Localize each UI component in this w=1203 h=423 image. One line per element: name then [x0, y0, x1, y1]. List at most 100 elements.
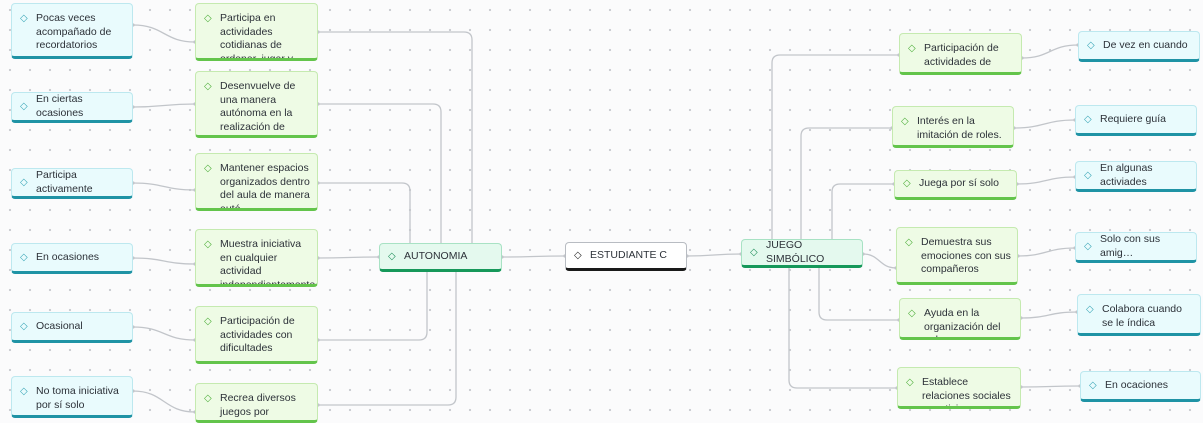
hub-node-juego-simbolico[interactable]: ◇ JUEGO SIMBÓLICO — [741, 239, 863, 268]
criterion-text: Demuestra sus emociones con sus compañer… — [921, 236, 1011, 275]
criterion-node[interactable]: ◇ Ayuda en la organización del aula — [899, 298, 1021, 340]
diamond-icon: ◇ — [20, 100, 28, 112]
diamond-icon: ◇ — [20, 176, 28, 188]
diamond-icon: ◇ — [1084, 169, 1092, 181]
criterion-node[interactable]: ◇ Establece relaciones sociales y partic… — [897, 367, 1021, 409]
diamond-icon: ◇ — [908, 308, 916, 319]
diamond-icon: ◇ — [574, 249, 582, 261]
criterion-text: Muestra iniciativa en cualquier activida… — [220, 238, 318, 287]
criterion-node[interactable]: ◇ Desenvuelve de una manera autónoma en … — [195, 71, 318, 138]
connector-line — [831, 183, 894, 239]
diamond-icon: ◇ — [1084, 113, 1092, 125]
answer-node[interactable]: ◇ En algunas activiades — [1075, 161, 1197, 192]
connector-line — [132, 257, 196, 265]
answer-node[interactable]: ◇ Solo con sus amig… — [1075, 232, 1197, 263]
answer-node[interactable]: ◇ Participa activamente — [11, 168, 133, 199]
criterion-text: Recrea diversos juegos por iniciativa pe… — [220, 392, 306, 420]
criterion-node[interactable]: ◇ Participación de actividades de mane… — [899, 33, 1022, 75]
diamond-icon: ◇ — [20, 320, 28, 332]
criterion-text: Interés en la imitación de roles. — [917, 115, 1002, 141]
diamond-icon: ◇ — [903, 177, 911, 189]
criterion-text: Ayuda en la organización del aula — [924, 307, 1001, 340]
connector-line — [862, 253, 897, 269]
answer-node[interactable]: ◇ En ocaciones — [1080, 371, 1201, 402]
diamond-icon: ◇ — [388, 250, 396, 262]
criterion-node[interactable]: ◇ Muestra iniciativa en cualquier activi… — [195, 229, 318, 287]
diamond-icon: ◇ — [1086, 304, 1094, 315]
criterion-text: Mantener espacios organizados dentro del… — [220, 162, 310, 211]
answer-text: Requiere guía — [1100, 112, 1166, 125]
connector-line — [686, 253, 742, 257]
answer-text: No toma iniciativa por sí solo — [36, 385, 119, 411]
criterion-node[interactable]: ◇ Participa en actividades cotidianas de… — [195, 3, 318, 61]
connector-line — [501, 255, 566, 258]
criterion-node[interactable]: ◇ Participación de actividades con dific… — [195, 306, 318, 364]
diamond-icon: ◇ — [905, 237, 913, 248]
diamond-icon: ◇ — [1089, 379, 1097, 391]
connector-line — [317, 256, 380, 259]
diamond-icon: ◇ — [908, 43, 916, 54]
connector-line — [318, 182, 411, 243]
criterion-text: Participación de actividades de mane… — [924, 42, 999, 75]
diamond-icon: ◇ — [20, 386, 28, 397]
answer-text: Solo con sus amig… — [1100, 233, 1161, 259]
connector-line — [1016, 176, 1076, 185]
answer-node[interactable]: ◇ Colabora cuando se le índica — [1077, 294, 1201, 336]
answer-text: Ocasional — [36, 319, 83, 332]
diamond-icon: ◇ — [204, 81, 212, 92]
hub-label: JUEGO SIMBÓLICO — [766, 239, 825, 265]
answer-text: Pocas veces acompañado de recordatorios — [36, 12, 112, 51]
connector-line — [1017, 247, 1076, 257]
connector-line — [1020, 311, 1078, 319]
connector-line — [318, 272, 428, 341]
criterion-text: Establece relaciones sociales y particip… — [922, 376, 1011, 409]
connector-line — [771, 54, 899, 239]
answer-text: En ocaciones — [1105, 378, 1169, 391]
criterion-node[interactable]: ◇ Interés en la imitación de roles. — [892, 106, 1014, 148]
connector-line — [132, 182, 196, 191]
answer-text: Participa activamente — [36, 169, 93, 195]
answer-node[interactable]: ◇ Ocasional — [11, 312, 133, 343]
diamond-icon: ◇ — [1084, 240, 1092, 252]
diamond-icon: ◇ — [750, 246, 758, 258]
diamond-icon: ◇ — [1087, 39, 1095, 51]
criterion-node[interactable]: ◇ Juega por sí solo — [894, 170, 1017, 200]
diamond-icon: ◇ — [204, 163, 212, 174]
criterion-node[interactable]: ◇ Demuestra sus emociones con sus compañ… — [896, 227, 1018, 285]
root-node-estudiante[interactable]: ◇ ESTUDIANTE C — [565, 242, 687, 271]
answer-node[interactable]: ◇ No toma iniciativa por sí solo — [11, 376, 133, 418]
connector-line — [318, 272, 457, 406]
criterion-node[interactable]: ◇ Recrea diversos juegos por iniciativa … — [195, 383, 318, 423]
answer-node[interactable]: ◇ Pocas veces acompañado de recordatorio… — [11, 3, 133, 59]
connector-line — [1021, 44, 1079, 59]
answer-node[interactable]: ◇ Requiere guía — [1075, 105, 1197, 136]
connector-line — [132, 390, 196, 413]
connector-line — [132, 326, 196, 341]
connector-line — [318, 31, 473, 243]
connector-line — [800, 127, 892, 239]
connector-line — [1013, 119, 1076, 129]
answer-text: De vez en cuando — [1103, 38, 1188, 51]
criterion-text: Desenvuelve de una manera autónoma en la… — [220, 80, 296, 135]
answer-text: En ciertas ocasiones — [36, 93, 84, 119]
connector-line — [132, 103, 196, 108]
diamond-icon: ◇ — [204, 239, 212, 250]
answer-text: En algunas activiades — [1100, 162, 1153, 188]
diamond-icon: ◇ — [204, 393, 212, 404]
diamond-icon: ◇ — [901, 116, 909, 127]
answer-node[interactable]: ◇ En ciertas ocasiones — [11, 92, 133, 123]
criterion-text: Participación de actividades con dificul… — [220, 315, 295, 354]
answer-node[interactable]: ◇ En ocasiones — [11, 243, 133, 274]
hub-node-autonomia[interactable]: ◇ AUTONOMIA — [379, 243, 502, 272]
connector-line — [132, 24, 196, 43]
criterion-text: Participa en actividades cotidianas de o… — [220, 12, 293, 61]
criterion-text: Juega por sí solo — [919, 177, 999, 190]
hub-label: AUTONOMIA — [404, 249, 468, 262]
criterion-node[interactable]: ◇ Mantener espacios organizados dentro d… — [195, 153, 318, 211]
answer-node[interactable]: ◇ De vez en cuando — [1078, 31, 1200, 62]
answer-text: En ocasiones — [36, 250, 100, 263]
diamond-icon: ◇ — [906, 377, 914, 388]
diamond-icon: ◇ — [204, 13, 212, 24]
diamond-icon: ◇ — [20, 13, 28, 24]
